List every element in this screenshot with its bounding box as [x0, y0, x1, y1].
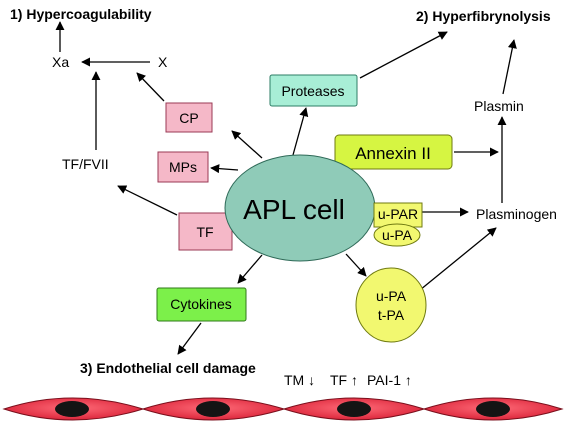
- hyperfibrinolysis-heading: 2) Hyperfibrynolysis: [416, 8, 551, 24]
- tf-marker: TF ↑: [330, 372, 358, 388]
- cytokines-box: [156, 287, 247, 322]
- tpa-label: t-PA: [378, 307, 405, 323]
- upa-bound-ellipse: [373, 223, 421, 247]
- arrow-activators-to-plasminogen: [419, 227, 497, 291]
- proteases-box: [269, 74, 358, 107]
- tf-label: TF: [196, 224, 213, 240]
- hypercoagulability-heading: 1) Hypercoagulability: [10, 6, 152, 22]
- arrow-cp-to-x: [136, 72, 165, 102]
- pai1-marker: PAI-1 ↑: [367, 372, 412, 388]
- annexin-ii-box: [334, 134, 453, 170]
- nucleus-2: [196, 401, 230, 417]
- arrow-apl-to-proteases: [292, 107, 309, 156]
- tf-fvii-label: TF/FVII: [62, 156, 109, 172]
- cp-label: CP: [179, 110, 198, 126]
- arrow-apl-to-cp: [231, 130, 263, 159]
- nucleus-1: [55, 401, 89, 417]
- mps-label: MPs: [169, 159, 197, 175]
- arrow-proteases-to-hyperfibrinolysis: [359, 31, 448, 79]
- activators-ellipse: [355, 267, 427, 343]
- nucleus-4: [476, 401, 510, 417]
- arrow-apl-to-cytokines: [237, 254, 263, 284]
- upar-box: [373, 202, 423, 228]
- tf-box: [178, 212, 233, 251]
- arrow-apl-to-mps: [210, 164, 239, 174]
- plasmin-label: Plasmin: [474, 98, 524, 114]
- apl-cell-label: APL cell: [243, 194, 345, 225]
- annexin-ii-label: Annexin II: [355, 144, 431, 163]
- upa-bound-label: u-PA: [382, 227, 413, 243]
- proteases-label: Proteases: [281, 83, 344, 99]
- cp-box: [165, 102, 213, 133]
- mps-box: [157, 151, 209, 183]
- upa-label: u-PA: [376, 288, 407, 304]
- arrow-cytokines-to-endothelial: [177, 322, 202, 355]
- plasminogen-label: Plasminogen: [476, 206, 557, 222]
- arrow-plasmin-to-hyperfibrinolysis: [502, 39, 517, 95]
- upar-label: u-PAR: [378, 206, 418, 222]
- nucleus-3: [337, 401, 371, 417]
- tm-marker: TM ↓: [284, 372, 315, 388]
- arrow-tf-to-tffvii: [117, 185, 178, 216]
- arrow-apl-to-activators: [345, 253, 367, 277]
- factor-x-label: X: [158, 54, 168, 70]
- endothelial-cell-layer: [2, 397, 564, 421]
- cytokines-label: Cytokines: [170, 296, 231, 312]
- endothelial-damage-heading: 3) Endothelial cell damage: [80, 360, 256, 376]
- factor-xa-label: Xa: [52, 54, 69, 70]
